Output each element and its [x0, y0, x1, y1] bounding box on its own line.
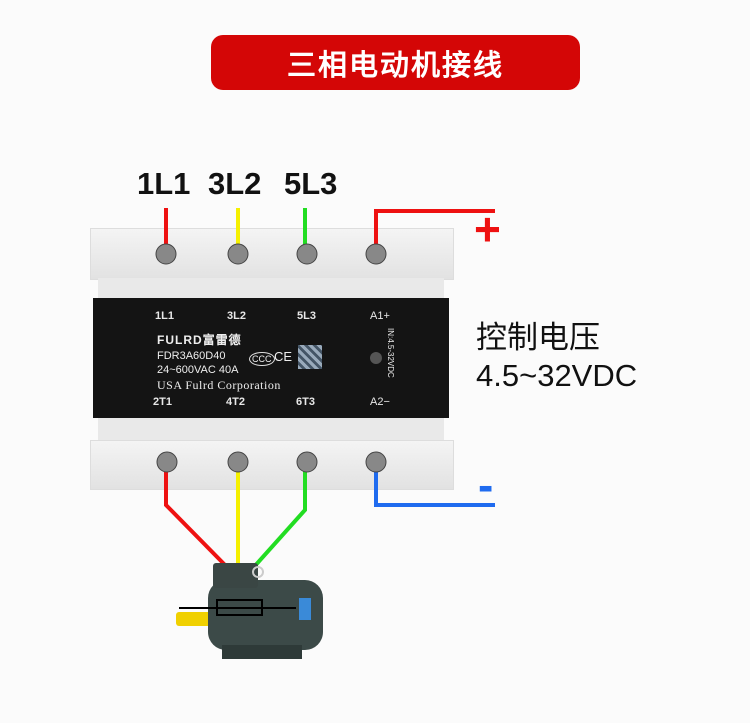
terminal-screws [155, 243, 387, 473]
relay-top-strip [90, 228, 454, 280]
relay-bottom-strip [90, 440, 454, 490]
relay-label-panel: 1L1 3L2 5L3 A1+ FULRD富雷德 FDR3A60D40 24~6… [93, 298, 449, 418]
rating-text: 24~600VAC 40A [157, 364, 239, 376]
control-voltage-range: 4.5~32VDC [476, 358, 638, 393]
terminal-label: 4T2 [226, 396, 245, 408]
brand-logo: FULRD富雷德 [157, 333, 242, 347]
phase-label-5l3: 5L3 [284, 166, 338, 201]
negative-sign: - [478, 459, 494, 511]
title-banner: 三相电动机接线 [211, 35, 580, 90]
qr-code [298, 345, 322, 369]
motor-image [176, 563, 323, 659]
terminal-label: 6T3 [296, 396, 315, 408]
wire-a2-negative [374, 470, 495, 507]
wire-t3-motor [251, 470, 307, 570]
terminal-label: A2− [370, 396, 390, 408]
ce-mark: CE [274, 349, 293, 364]
status-led [370, 352, 382, 364]
terminal-label: 5L3 [297, 310, 316, 322]
wire-a1-positive [374, 209, 495, 245]
maker-text: USA Fulrd Corporation [157, 378, 281, 392]
ccc-mark: CCC [249, 352, 275, 366]
phase-label-1l1: 1L1 [137, 166, 191, 201]
control-voltage-label: 控制电压 [476, 320, 600, 355]
positive-sign: + [474, 203, 501, 255]
terminal-label: 3L2 [227, 310, 246, 322]
wire-t1-motor [164, 470, 227, 567]
terminal-label: 1L1 [155, 310, 174, 322]
terminal-label: 2T1 [153, 396, 172, 408]
phase-label-3l2: 3L2 [208, 166, 262, 201]
model-text: FDR3A60D40 [157, 350, 226, 362]
terminal-label: A1+ [370, 310, 390, 322]
